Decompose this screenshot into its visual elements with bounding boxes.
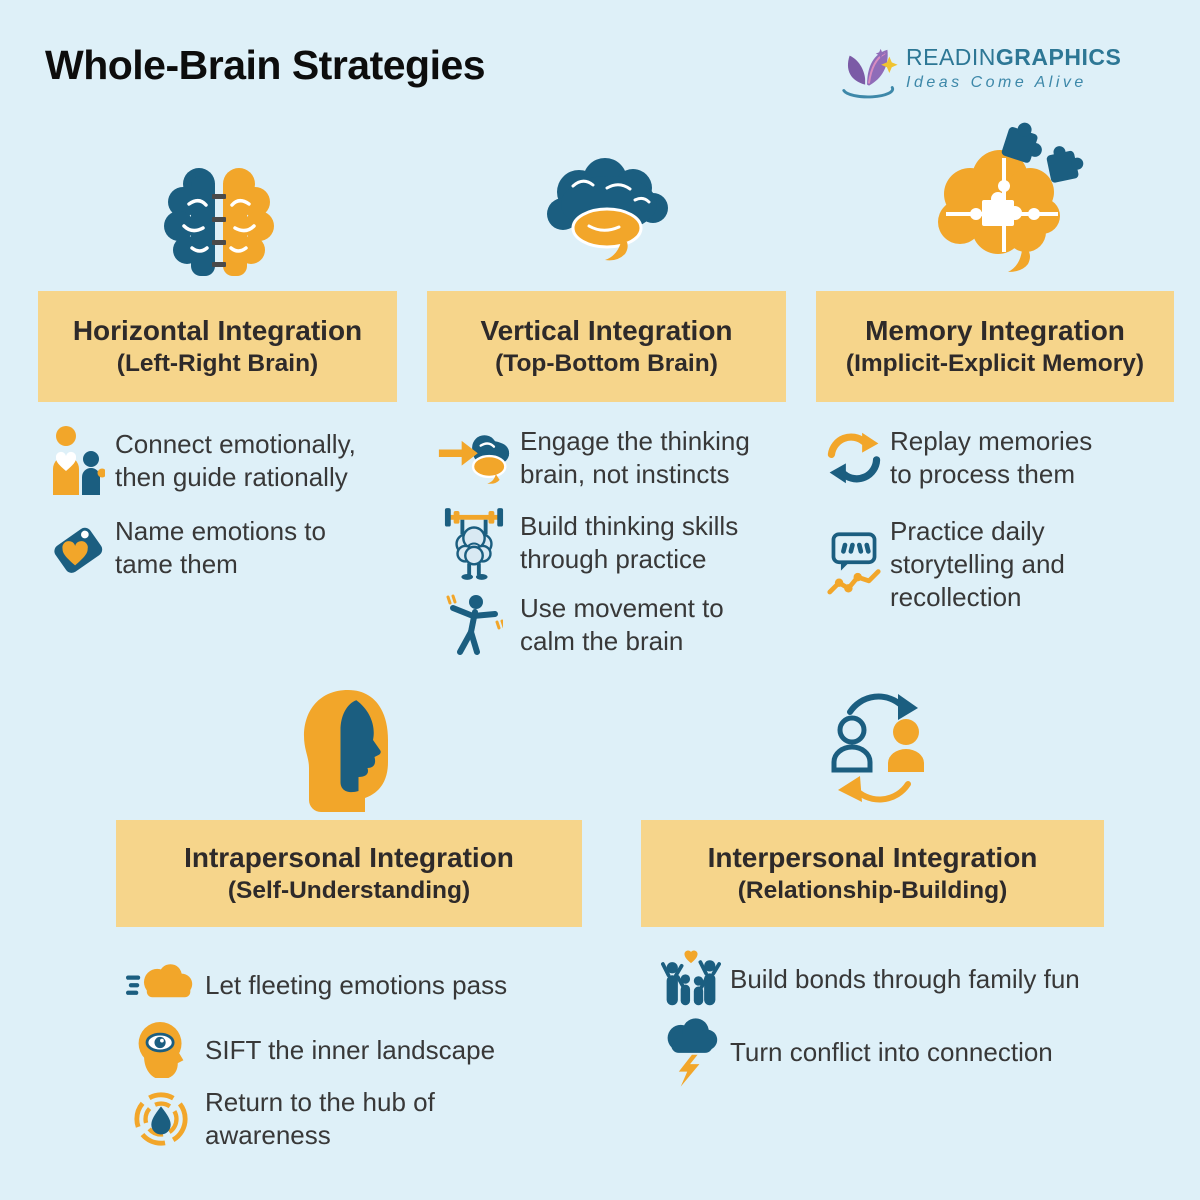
side-brain-icon [547,158,668,261]
bullet-build-skills: Build thinking skills through practice [437,505,782,581]
bullet-text: Engage the thinking brain, not instincts [520,426,750,489]
section-title: Intrapersonal Integration [184,842,514,873]
bullet-text: Practice daily storytelling and recollec… [890,516,1065,612]
storm-cloud-icon [660,1016,721,1088]
section-subtitle: (Relationship-Building) [737,877,1008,904]
brain-barbell-icon [437,505,511,581]
section-title: Vertical Integration [480,315,733,346]
section-header-memory: Memory Integration (Implicit-Explicit Me… [816,291,1174,402]
bullet-sift-landscape: SIFT the inner landscape [126,1018,566,1082]
bullet-use-movement: Use movement to calm the brain [437,592,782,658]
bullet-text: Use movement to calm the brain [520,593,724,656]
brand-name-bold: GRAPHICS [995,44,1122,70]
arrow-into-brain-icon [437,429,511,487]
bullet-fleeting-emotions: Let fleeting emotions pass [126,960,566,1010]
bullet-hub-awareness: Return to the hub of awareness [126,1086,566,1152]
section-header-interpersonal: Interpersonal Integration (Relationship-… [641,820,1104,927]
brand-name: READINGRAPHICS [906,44,1121,71]
brand-text: READINGRAPHICS Ideas Come Alive [906,44,1121,92]
bullet-family-fun: Build bonds through family fun [660,950,1130,1008]
brand-tagline: Ideas Come Alive [906,74,1087,91]
brand-logo: READINGRAPHICS Ideas Come Alive [838,44,1121,104]
heart-tag-icon [50,519,106,577]
inner-eye-head-icon [126,1018,196,1082]
puzzle-brain-icon [938,122,1084,272]
bullet-text: Replay memories to process them [890,426,1093,489]
bullet-engage-thinking: Engage the thinking brain, not instincts [437,425,782,491]
bullet-text: SIFT the inner landscape [205,1034,496,1065]
people-cycle-icon [831,693,924,803]
bullet-connect-emotionally: Connect emotionally, then guide rational… [50,425,380,497]
storytelling-chart-icon [826,530,882,600]
passing-cloud-icon [126,960,196,1010]
section-subtitle: (Left-Right Brain) [116,350,319,377]
section-title: Horizontal Integration [72,315,363,346]
bullet-text: Return to the hub of awareness [205,1087,435,1150]
bullet-text: Build thinking skills through practice [520,511,739,574]
family-fun-icon [660,950,721,1008]
bullet-storytelling: Practice daily storytelling and recollec… [826,515,1176,614]
replay-arrows-icon [826,430,882,486]
section-subtitle: (Self-Understanding) [227,877,471,904]
bullet-replay-memories: Replay memories to process them [826,425,1176,491]
section-header-intrapersonal: Intrapersonal Integration (Self-Understa… [116,820,582,927]
moving-person-icon [437,594,511,656]
brand-book-icon [842,48,898,99]
section-title: Interpersonal Integration [707,842,1038,873]
bullet-text: Build bonds through family fun [730,963,1080,994]
bullet-name-emotions: Name emotions to tame them [50,515,380,581]
bullet-text: Name emotions to tame them [115,516,326,579]
head-profile-icon [304,690,388,812]
section-header-horizontal: Horizontal Integration (Left-Right Brain… [38,291,397,402]
bullet-text: Let fleeting emotions pass [205,969,508,1000]
section-title: Memory Integration [865,315,1125,346]
bullet-text: Turn conflict into connection [730,1036,1053,1067]
brand-name-light: READIN [906,44,996,70]
section-header-vertical: Vertical Integration (Top-Bottom Brain) [427,291,786,402]
hub-awareness-icon [126,1090,196,1148]
section-subtitle: (Implicit-Explicit Memory) [845,350,1145,377]
page-title: Whole-Brain Strategies [45,42,486,88]
split-brain-icon [163,166,275,278]
parent-child-icon [50,425,106,497]
bullet-conflict-connection: Turn conflict into connection [660,1016,1130,1088]
section-subtitle: (Top-Bottom Brain) [495,350,718,377]
bullet-text: Connect emotionally, then guide rational… [115,429,356,492]
